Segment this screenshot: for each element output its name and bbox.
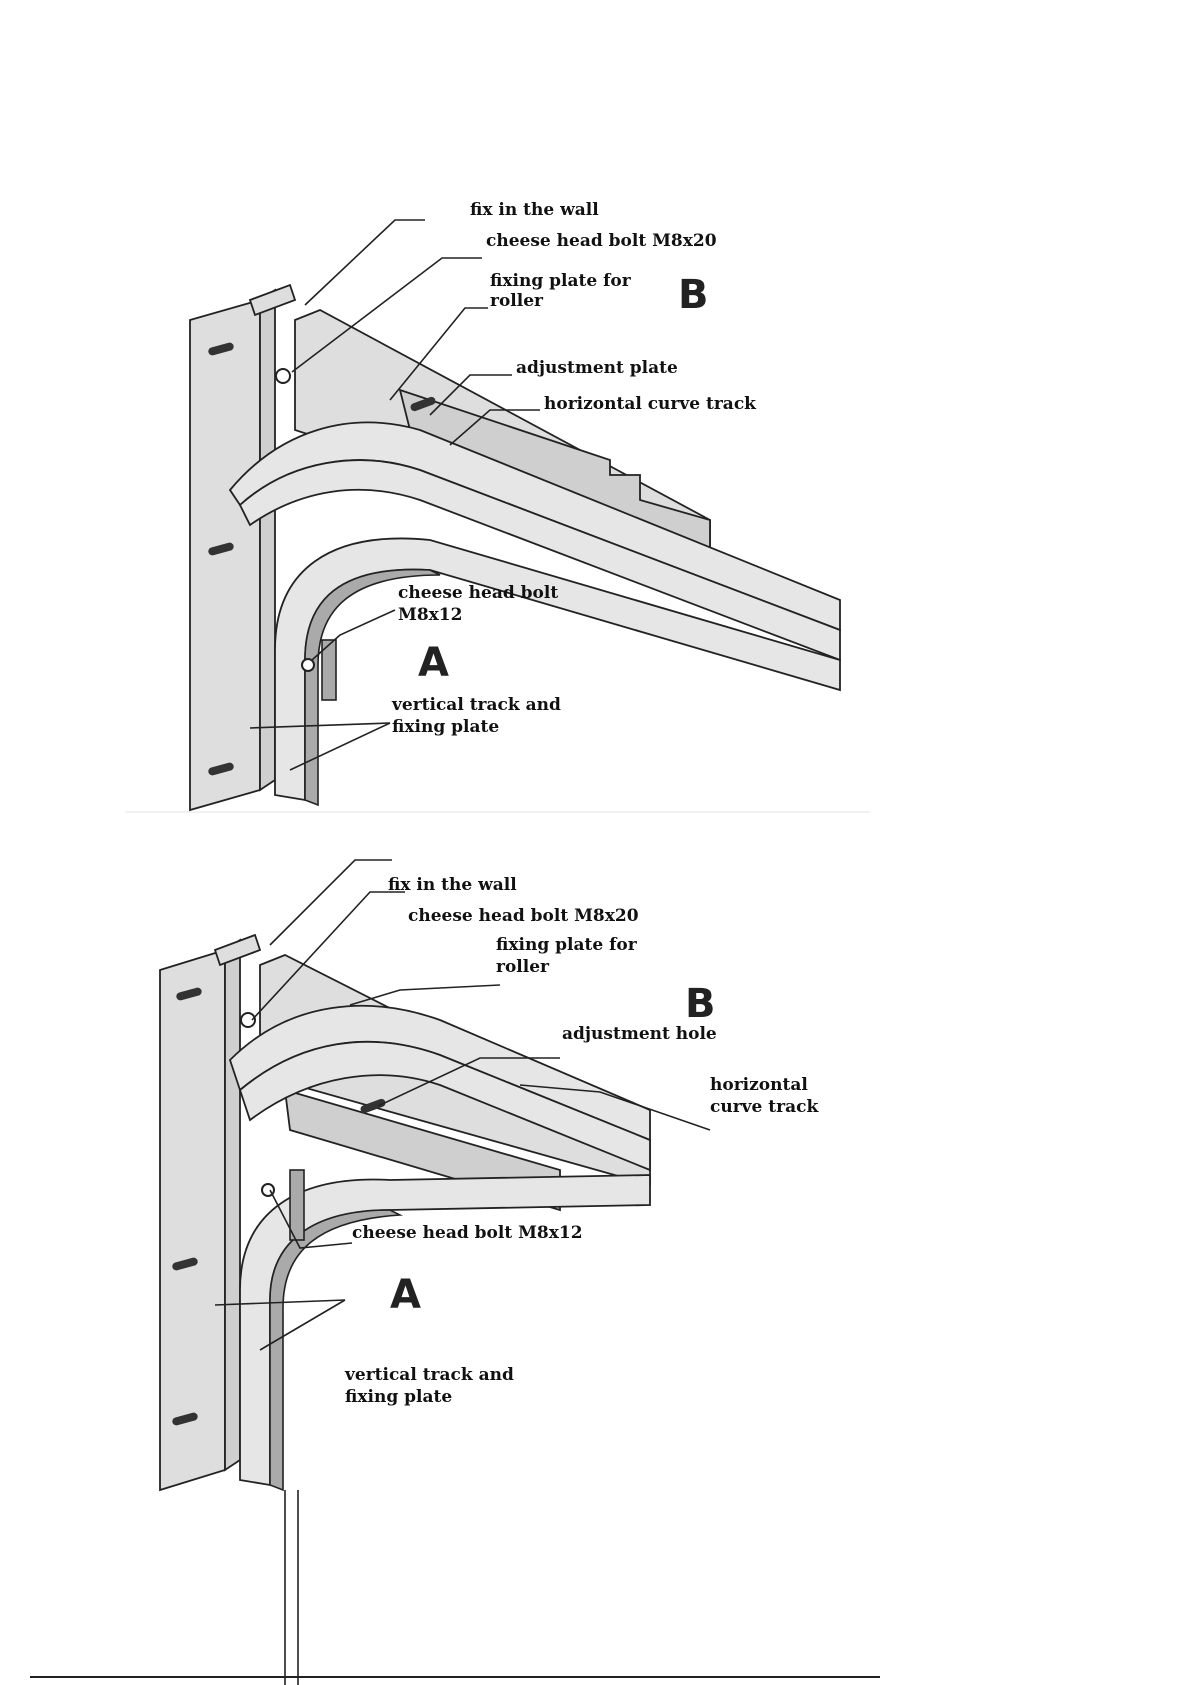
label-bolt-m8x12-2: M8x12: [398, 605, 462, 625]
bolt-head-m8x20: [240, 1012, 256, 1028]
label-fixing-plate-2: roller: [490, 291, 544, 311]
leader-vertical-track-b: [259, 1299, 346, 1351]
mount-slot: [172, 1257, 198, 1271]
leader-vertical-track-a: [214, 1299, 346, 1306]
leader-bolt-m8x12: [311, 609, 396, 661]
label-vertical-track-2: fixing plate: [392, 717, 499, 737]
vertical-fixing-plate: [189, 298, 261, 812]
mount-slot: [172, 1412, 198, 1426]
track-bracket: [321, 639, 337, 701]
track-diagram-bottom: fix in the wall cheese head bolt M8x20 f…: [0, 830, 1191, 1685]
track-bracket: [289, 1169, 305, 1241]
horizontal-curve-track-lower: [238, 1040, 651, 1172]
label-fix-wall: fix in the wall: [388, 875, 517, 895]
leader-fixing-plate: [389, 307, 488, 401]
label-adjustment-hole: adjustment hole: [562, 1024, 717, 1044]
label-curve-track-2: curve track: [710, 1097, 819, 1117]
label-fixing-plate-2: roller: [496, 957, 550, 977]
marker-b: B: [678, 272, 709, 318]
adjustment-slot: [410, 396, 436, 412]
plate-top-cap: [248, 283, 297, 317]
page-bottom-rule: [30, 1676, 880, 1678]
leader-adjustment-plate: [429, 374, 512, 416]
leader-adjustment-hole: [377, 1057, 560, 1107]
label-adjustment-plate: adjustment plate: [516, 358, 678, 378]
marker-a: A: [418, 640, 449, 686]
label-bolt-m8x12: cheese head bolt M8x12: [352, 1223, 583, 1243]
label-fixing-plate-1: fixing plate for: [496, 935, 638, 955]
leader-fix-wall: [269, 859, 392, 946]
adjustment-hole: [360, 1098, 386, 1114]
label-fixing-plate-1: fixing plate for: [490, 271, 632, 291]
label-vertical-track-1: vertical track and: [391, 695, 561, 715]
leader-vertical-track-b: [289, 722, 391, 771]
track-assembly-drawing-top: fix in the wall cheese head bolt M8x20 f…: [125, 200, 870, 813]
track-inner-flange: [269, 1209, 404, 1492]
label-bolt-m8x20: cheese head bolt M8x20: [486, 231, 717, 251]
label-vertical-track-2: fixing plate: [345, 1387, 452, 1407]
vertical-plate-edge: [259, 288, 276, 792]
leader-curve-track: [449, 409, 540, 446]
mount-slot: [176, 987, 202, 1001]
label-vertical-track-1: vertical track and: [344, 1365, 514, 1385]
leader-fix-wall: [304, 219, 425, 306]
leader-bolt-m8x20: [291, 257, 482, 373]
leader-fixing-plate: [349, 984, 501, 1006]
leader-bolt-m8x20: [251, 891, 405, 1021]
label-bolt-m8x20: cheese head bolt M8x20: [408, 906, 639, 926]
leader-bolt-m8x12: [269, 1189, 353, 1249]
leader-vertical-track-a: [249, 722, 391, 729]
mount-slot: [208, 542, 234, 556]
bolt-head-m8x20: [275, 368, 291, 384]
vertical-fixing-plate: [159, 948, 226, 1492]
horizontal-curve-track-lower: [238, 459, 841, 662]
bolt-head-m8x12: [301, 658, 315, 672]
label-fix-wall: fix in the wall: [470, 200, 599, 220]
track-assembly-drawing-bottom: fix in the wall cheese head bolt M8x20 f…: [159, 859, 819, 1685]
label-bolt-m8x12-1: cheese head bolt: [398, 583, 558, 603]
leader-curve-track: [519, 1084, 711, 1131]
plate-top-cap: [213, 933, 262, 967]
marker-b: B: [685, 981, 716, 1027]
track-diagram-top: fix in the wall cheese head bolt M8x20 f…: [0, 0, 1191, 830]
vertical-plate-edge: [224, 938, 241, 1472]
track-inner-flange: [304, 568, 441, 807]
mount-slot: [208, 762, 234, 776]
marker-a: A: [390, 1272, 421, 1318]
mount-slot: [208, 342, 234, 356]
label-curve-track-1: horizontal: [710, 1075, 808, 1095]
label-curve-track: horizontal curve track: [544, 394, 757, 414]
